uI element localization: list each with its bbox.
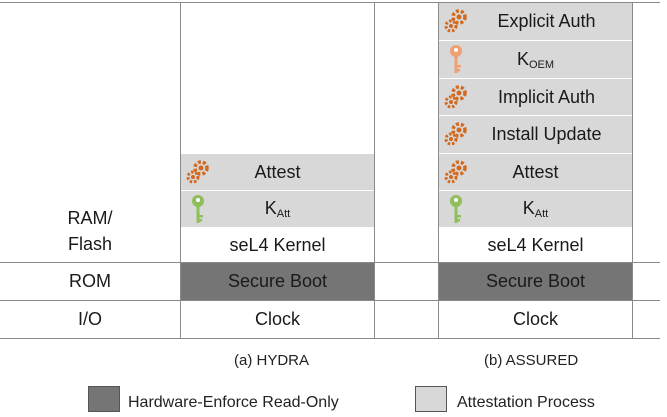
assured-clock-label: Clock xyxy=(512,309,558,329)
assured-koem-block: KOEM xyxy=(439,41,632,79)
assured-attest-label: Attest xyxy=(512,161,559,182)
assured-koem-main: K xyxy=(516,48,529,69)
legend-readonly-label: Hardware-Enforce Read-Only xyxy=(128,394,339,411)
assured-katt-block: KAtt xyxy=(439,191,632,228)
key-icon xyxy=(447,194,465,231)
gear-icon xyxy=(443,120,471,153)
hydra-kernel-label: seL4 Kernel xyxy=(229,234,326,255)
assured-secure-boot-label: Secure Boot xyxy=(485,271,586,291)
key-icon xyxy=(447,44,465,81)
assured-secure-boot-block: Secure Boot xyxy=(439,263,632,300)
assured-k-sub: Att xyxy=(534,208,549,220)
hydra-katt-block: KAtt xyxy=(181,191,374,228)
hydra-secure-boot-block: Secure Boot xyxy=(181,263,374,300)
assured-kernel-label: seL4 Kernel xyxy=(487,234,584,255)
assured-k-main: K xyxy=(522,198,535,218)
gear-icon xyxy=(443,158,471,191)
hydra-attest-block: Attest xyxy=(181,154,374,191)
top-border xyxy=(0,2,660,3)
hydra-kernel-block: seL4 Kernel xyxy=(181,228,374,262)
key-icon xyxy=(189,194,207,231)
caption-assured: (b) ASSURED xyxy=(484,352,579,369)
divider-right-a xyxy=(374,2,375,339)
assured-install-update-label: Install Update xyxy=(491,124,602,144)
caption-hydra: (a) HYDRA xyxy=(234,352,310,369)
hydra-katt-label: KAtt xyxy=(265,198,290,220)
hydra-clock-block: Clock xyxy=(181,301,374,338)
assured-explicit-auth-block: Explicit Auth xyxy=(439,3,632,41)
assured-implicit-auth-label: Implicit Auth xyxy=(497,86,596,107)
legend-process-swatch xyxy=(415,386,447,412)
assured-attest-block: Attest xyxy=(439,154,632,191)
assured-koem-label: KOEM xyxy=(517,49,554,71)
divider-left-b xyxy=(438,2,439,339)
hydra-secure-boot-label: Secure Boot xyxy=(227,271,328,291)
gear-icon xyxy=(185,158,213,191)
legend-readonly-swatch xyxy=(88,386,120,412)
hydra-attest-label: Attest xyxy=(254,161,301,182)
row-label-rom: ROM xyxy=(69,271,111,291)
bottom-line xyxy=(0,338,660,339)
assured-kernel-block: seL4 Kernel xyxy=(439,228,632,262)
assured-install-update-block: Install Update xyxy=(439,116,632,154)
row-label-ram-flash: RAM/ Flash xyxy=(67,208,113,254)
rom-top-line xyxy=(0,262,660,263)
hydra-k-sub: Att xyxy=(276,208,291,220)
divider-left-a xyxy=(180,2,181,339)
assured-implicit-auth-block: Implicit Auth xyxy=(439,79,632,116)
divider-right-b xyxy=(632,2,633,339)
assured-clock-block: Clock xyxy=(439,301,632,338)
hydra-k-main: K xyxy=(264,198,277,218)
assured-koem-sub: OEM xyxy=(528,58,555,71)
row-label-io: I/O xyxy=(77,309,102,329)
legend-process-label: Attestation Process xyxy=(457,394,595,411)
hydra-clock-label: Clock xyxy=(254,309,300,329)
gear-icon xyxy=(443,83,471,116)
assured-katt-label: KAtt xyxy=(523,198,548,220)
io-top-line xyxy=(0,300,660,301)
gear-icon xyxy=(443,7,471,40)
assured-explicit-auth-label: Explicit Auth xyxy=(497,11,596,31)
